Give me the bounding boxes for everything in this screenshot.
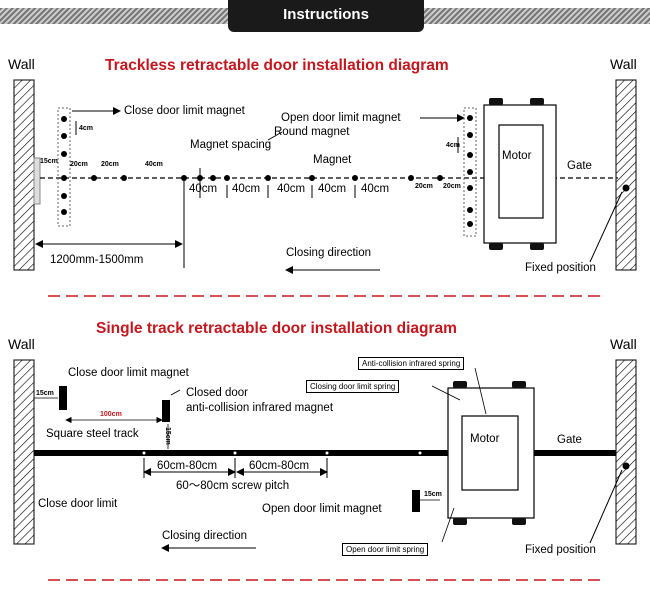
bottom-closed-door-label-1: Closed door: [186, 387, 249, 399]
bottom-dim-15cm-vertical: 15cm: [164, 427, 171, 445]
bottom-closing-label: Closing direction: [162, 530, 248, 542]
bottom-motor-box: [461, 415, 519, 491]
top-close-limit-label: Close door limit magnet: [124, 105, 245, 117]
top-open-limit-label: Open door limit magnet: [281, 112, 401, 124]
top-wall-right: [615, 79, 637, 271]
header-stripe-right: [416, 8, 650, 24]
top-close-magnet-dots: [61, 116, 67, 215]
top-dim-20cm-d: 20cm: [443, 183, 461, 190]
top-dim-20cm-c: 20cm: [415, 183, 433, 190]
top-dim-20cm-b: 20cm: [101, 161, 119, 168]
header-title: Instructions: [283, 6, 369, 23]
bottom-wall-right-label: Wall: [610, 336, 637, 352]
top-wall-right-label: Wall: [610, 56, 637, 72]
bottom-open-limit-label: Open door limit magnet: [262, 503, 382, 515]
top-open-magnet-dots: [467, 115, 473, 227]
top-magnet-spacing-label: Magnet spacing: [190, 139, 272, 151]
top-dim-40cm-small: 40cm: [145, 161, 163, 168]
bottom-closed-door-label-2: anti-collision infrared magnet: [186, 402, 334, 414]
bottom-dim-15cm-right: 15cm: [424, 491, 442, 498]
header-tab: Instructions: [228, 0, 424, 32]
top-dim-4cm-right: 4cm: [446, 142, 461, 149]
top-dim-40cm-4: 40cm: [318, 183, 347, 195]
bottom-close-limit-label: Close door limit magnet: [68, 367, 189, 379]
bottom-screw-pitch-label: 60～80cm screw pitch: [176, 480, 290, 492]
closed-door-magnet-block: [162, 400, 170, 422]
top-wall-left-label: Wall: [8, 56, 35, 72]
bottom-span-label-2: 60cm-80cm: [249, 460, 310, 472]
closing-spring-box: Closing door limit spring: [306, 380, 400, 393]
top-close-magnet-strip: [57, 107, 71, 227]
bottom-wheels: [453, 381, 526, 525]
top-dim-20cm-a: 20cm: [70, 161, 88, 168]
top-motor-box: [498, 124, 544, 219]
bottom-dim-100cm: 100cm: [100, 411, 122, 418]
top-dim-40cm-3: 40cm: [277, 183, 306, 195]
top-closing-label: Closing direction: [286, 247, 372, 259]
bottom-span-label-1: 60cm-80cm: [157, 460, 218, 472]
top-dim-15cm: 15cm: [40, 158, 58, 165]
bottom-motor-label: Motor: [470, 433, 500, 445]
top-spacing-magnets: [91, 175, 443, 181]
open-limit-magnet-block: [412, 490, 420, 512]
close-limit-magnet-block: [59, 386, 67, 410]
top-wheels: [489, 98, 544, 250]
top-dim-40cm-2: 40cm: [232, 183, 261, 195]
top-gate-label: Gate: [567, 160, 592, 172]
top-fixed-label: Fixed position: [525, 262, 596, 274]
top-round-magnet-label: Round magnet: [274, 126, 350, 138]
bottom-wall-left-label: Wall: [8, 336, 35, 352]
anti-collision-spring-box: Anti-collision infrared spring: [358, 357, 465, 370]
top-wall-plate: [33, 157, 41, 205]
bottom-fixed-label: Fixed position: [525, 544, 596, 556]
top-open-magnet-strip: [463, 107, 477, 237]
bottom-square-track-label: Square steel track: [46, 428, 139, 440]
top-magnet-label: Magnet: [313, 154, 352, 166]
top-motor-label: Motor: [502, 150, 532, 162]
square-steel-track: [34, 450, 616, 456]
bottom-title: Single track retractable door installati…: [96, 320, 457, 337]
open-spring-box: Open door limit spring: [342, 543, 429, 556]
header-stripe-left: [0, 8, 236, 24]
top-wall-left: [13, 79, 35, 271]
top-dim-40cm-5: 40cm: [361, 183, 390, 195]
bottom-gate-label: Gate: [557, 434, 582, 446]
bottom-close-door-limit-label: Close door limit: [38, 498, 118, 510]
bottom-dim-15cm-left: 15cm: [36, 390, 54, 397]
top-dim-40cm-1: 40cm: [189, 183, 218, 195]
bottom-wall-left: [13, 359, 35, 545]
top-range-label: 1200mm-1500mm: [50, 254, 144, 266]
top-dim-4cm-left: 4cm: [79, 125, 94, 132]
top-title: Trackless retractable door installation …: [105, 57, 449, 74]
bottom-wall-right: [615, 359, 637, 545]
